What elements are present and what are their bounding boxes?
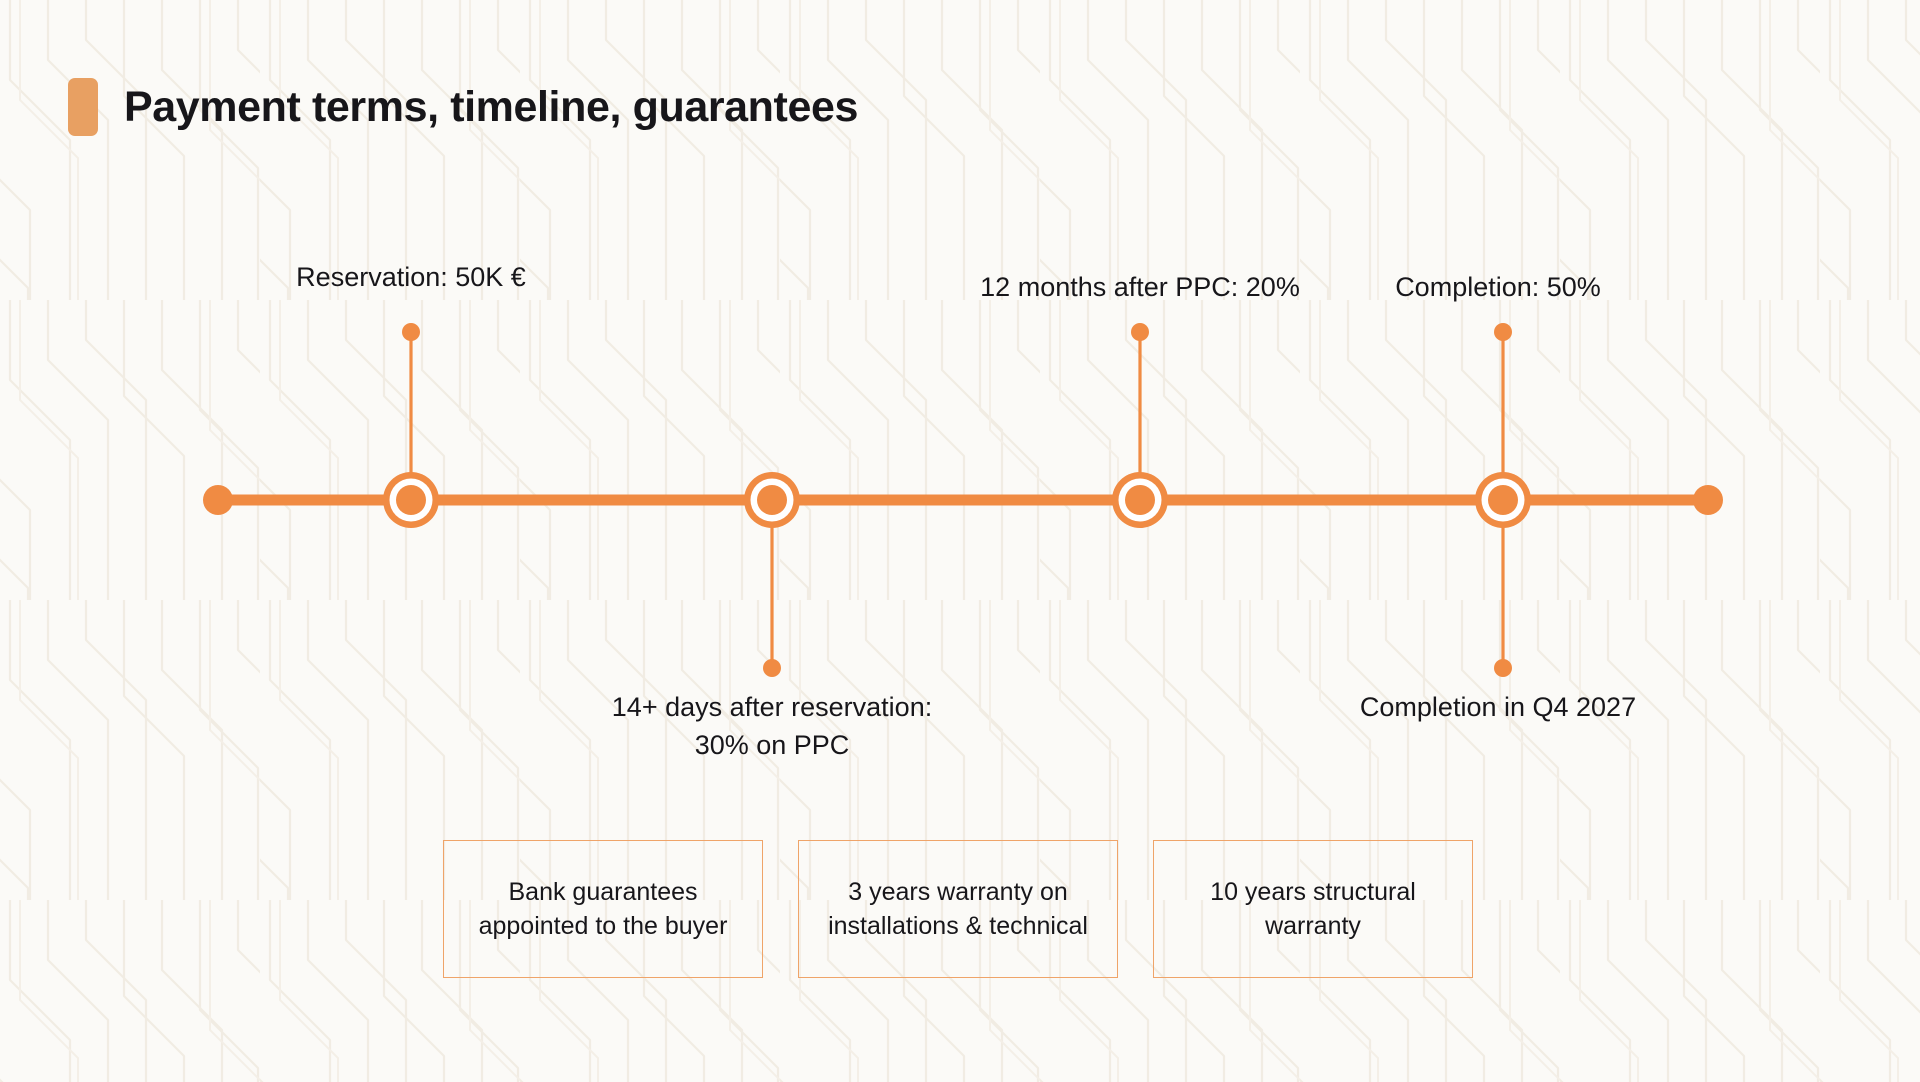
guarantee-box-structural-warranty: 10 years structural warranty xyxy=(1153,840,1473,978)
node-core xyxy=(396,485,426,515)
milestone-label-reservation: Reservation: 50K € xyxy=(296,258,526,296)
guarantee-box-installations-warranty: 3 years warranty on installations & tech… xyxy=(798,840,1118,978)
milestone-label-twelve-months-after-ppc: 12 months after PPC: 20% xyxy=(980,268,1300,306)
guarantee-box-bank-guarantees: Bank guarantees appointed to the buyer xyxy=(443,840,763,978)
milestone-label-line: Reservation: 50K € xyxy=(296,262,526,292)
timeline-node-3[interactable] xyxy=(1475,472,1531,528)
milestone-stem-dot-completion-date xyxy=(1494,659,1512,677)
guarantees-row: Bank guarantees appointed to the buyer 3 … xyxy=(443,840,1473,978)
milestone-label-line: Completion: 50% xyxy=(1395,272,1601,302)
timeline-start-cap xyxy=(203,485,233,515)
milestone-label-line: Completion in Q4 2027 xyxy=(1359,692,1637,722)
guarantee-text: 3 years warranty on installations & tech… xyxy=(828,877,1088,941)
milestone-label-line: 30% on PPC xyxy=(694,730,850,761)
node-core xyxy=(1125,485,1155,515)
node-core xyxy=(1488,485,1518,515)
milestone-label-line: 12 months after PPC: 20% xyxy=(980,272,1300,302)
milestone-stem-dot-reservation xyxy=(402,323,420,341)
node-core xyxy=(757,485,787,515)
milestone-stem-dot-twelve-months-after-ppc xyxy=(1131,323,1149,341)
guarantee-text: 10 years structural warranty xyxy=(1210,877,1416,941)
page-title: Payment terms, timeline, guarantees xyxy=(124,82,859,131)
page-header: Payment terms, timeline, guarantees xyxy=(68,78,858,136)
milestone-stem-dot-completion-payment xyxy=(1494,323,1512,341)
milestone-label-line: 14+ days after reservation: xyxy=(611,692,933,722)
milestone-label-ppc-payment: 14+ days after reservation: 30% on PPC xyxy=(542,688,1002,765)
milestone-label-completion-date: Completion in Q4 2027 xyxy=(1360,688,1636,726)
timeline-node-2[interactable] xyxy=(1112,472,1168,528)
timeline-end-cap xyxy=(1693,485,1723,515)
timeline-node-0[interactable] xyxy=(383,472,439,528)
title-accent-bar xyxy=(68,78,98,136)
guarantee-text: Bank guarantees appointed to the buyer xyxy=(478,877,728,941)
milestone-label-completion-payment: Completion: 50% xyxy=(1395,268,1601,306)
milestone-stem-dot-ppc-payment xyxy=(763,659,781,677)
timeline-node-1[interactable] xyxy=(744,472,800,528)
